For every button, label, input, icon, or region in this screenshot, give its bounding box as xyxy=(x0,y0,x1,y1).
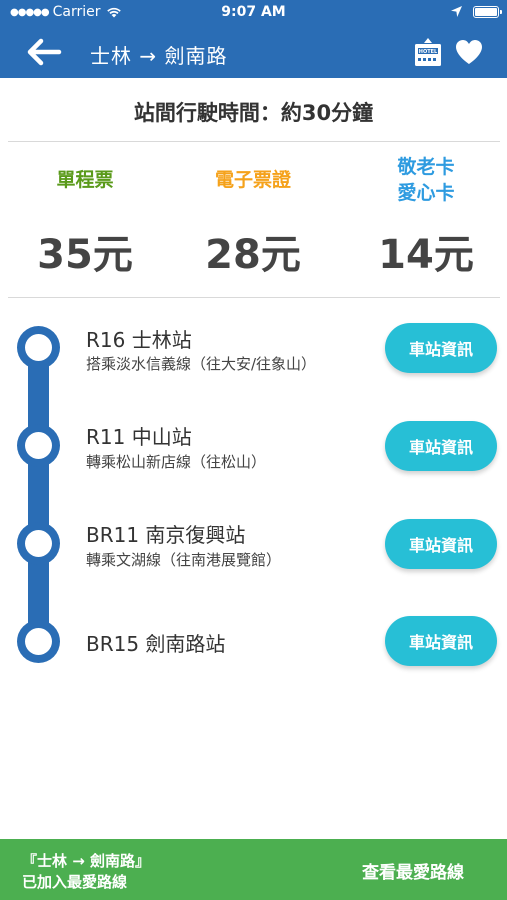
fare-concession: 敬老卡 愛心卡 14元 xyxy=(341,150,507,280)
station-name: R16 士林站 xyxy=(86,328,192,352)
status-right xyxy=(450,5,502,18)
toast-message: 已加入最愛路線 xyxy=(22,873,128,891)
fare-price: 35元 xyxy=(37,232,133,278)
station-name: BR15 劍南路站 xyxy=(86,632,226,656)
route-line xyxy=(28,346,49,642)
station-info-button[interactable]: 車站資訊 xyxy=(385,323,497,373)
fare-single-ticket: 單程票 35元 xyxy=(0,150,170,280)
heart-icon[interactable] xyxy=(455,39,483,65)
station-transfer: 轉乘文湖線（往南港展覽館） xyxy=(86,551,282,569)
station-node xyxy=(17,522,60,565)
station-node xyxy=(17,326,60,369)
fare-label: 電子票證 xyxy=(214,169,291,191)
station-info-button[interactable]: 車站資訊 xyxy=(385,616,497,666)
station-transfer: 搭乘淡水信義線（往大安/往象山） xyxy=(86,355,317,373)
back-arrow-icon[interactable] xyxy=(26,38,62,66)
fare-price: 14元 xyxy=(378,232,474,278)
nav-bar: 士林 → 劍南路 HOTEL xyxy=(0,26,507,78)
divider xyxy=(8,297,500,298)
svg-text:HOTEL: HOTEL xyxy=(419,49,438,55)
divider xyxy=(8,141,500,142)
wifi-icon xyxy=(106,7,121,18)
station-node xyxy=(17,424,60,467)
fare-price: 28元 xyxy=(205,232,301,278)
favorite-added-toast: 『士林 → 劍南路』 已加入最愛路線 查看最愛路線 xyxy=(0,839,507,900)
hotel-icon[interactable]: HOTEL xyxy=(412,36,444,68)
station-name: BR11 南京復興站 xyxy=(86,523,246,547)
fare-e-ticket: 電子票證 28元 xyxy=(168,150,338,280)
status-time: 9:07 AM xyxy=(221,4,286,20)
station-name: R11 中山站 xyxy=(86,425,192,449)
signal-icon: ●●●●● xyxy=(10,6,50,18)
page-title: 士林 → 劍南路 xyxy=(90,44,228,68)
station-node xyxy=(17,620,60,663)
toast-route: 『士林 → 劍南路』 xyxy=(22,852,151,870)
location-arrow-icon xyxy=(451,6,462,17)
fare-label: 單程票 xyxy=(56,169,114,191)
fare-label: 敬老卡 愛心卡 xyxy=(397,156,455,204)
carrier-info: ●●●●● Carrier xyxy=(10,4,122,20)
station-info-button[interactable]: 車站資訊 xyxy=(385,519,497,569)
carrier-label: Carrier xyxy=(52,4,101,20)
station-info-button[interactable]: 車站資訊 xyxy=(385,421,497,471)
view-favorites-button[interactable]: 查看最愛路線 xyxy=(362,863,464,883)
travel-time: 站間行駛時間：約30分鐘 xyxy=(133,101,374,125)
battery-icon xyxy=(473,5,502,18)
station-transfer: 轉乘松山新店線（往松山） xyxy=(86,453,267,471)
status-bar: ●●●●● Carrier 9:07 AM xyxy=(0,0,507,26)
